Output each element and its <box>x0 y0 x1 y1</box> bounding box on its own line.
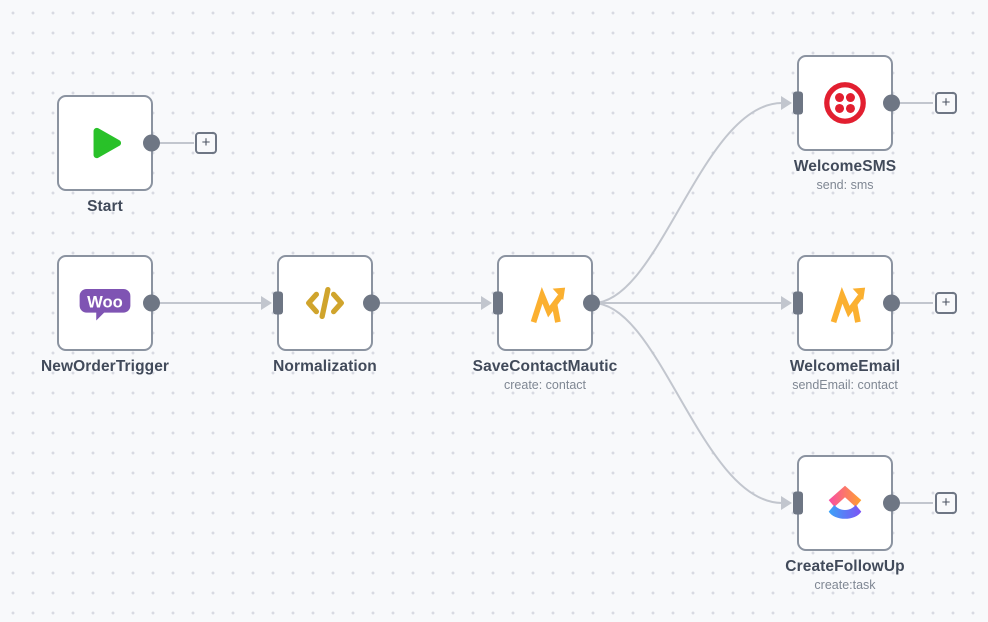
output-port[interactable] <box>883 94 900 112</box>
add-node-button[interactable]: + <box>935 92 957 114</box>
output-port[interactable] <box>143 134 160 152</box>
input-port[interactable] <box>793 91 803 115</box>
wire-savecontact-createfollowup[interactable] <box>592 302 783 504</box>
input-port[interactable] <box>493 291 503 315</box>
node-label: WelcomeEmail <box>789 358 901 375</box>
output-port[interactable] <box>883 294 900 312</box>
arrowhead <box>781 96 792 110</box>
node-normalization[interactable]: Normalization <box>273 255 380 375</box>
node-label: CreateFollowUp <box>785 558 905 575</box>
mautic-icon <box>830 286 866 324</box>
node-welcome-sms-box[interactable] <box>793 55 900 151</box>
node-subtitle: send: sms <box>816 178 874 192</box>
node-label: NewOrderTrigger <box>40 358 170 375</box>
svg-text:Woo: Woo <box>87 292 123 311</box>
input-port[interactable] <box>793 491 803 515</box>
arrowhead <box>481 296 492 310</box>
node-welcome-email[interactable]: WelcomeEmail sendEmail: contact <box>790 255 900 392</box>
code-icon <box>306 286 344 320</box>
add-node-button[interactable]: + <box>195 132 217 154</box>
output-port[interactable] <box>363 294 380 312</box>
clickup-icon <box>828 485 862 519</box>
node-subtitle: create: contact <box>504 378 586 392</box>
node-start[interactable]: Start <box>57 95 160 215</box>
twilio-icon <box>824 82 866 124</box>
node-start-box[interactable] <box>57 95 160 191</box>
add-node-button[interactable]: + <box>935 492 957 514</box>
node-new-order-trigger-box[interactable]: Woo <box>57 255 160 351</box>
mautic-icon <box>530 286 566 324</box>
node-label: Start <box>87 198 123 215</box>
play-icon <box>93 127 122 159</box>
node-welcome-email-box[interactable] <box>793 255 900 351</box>
wire-savecontact-welcomesms[interactable] <box>592 102 783 304</box>
input-port[interactable] <box>273 291 283 315</box>
node-save-contact-mautic-box[interactable] <box>493 255 600 351</box>
node-create-follow-up[interactable]: CreateFollowUp create:task <box>785 455 905 592</box>
arrowhead <box>261 296 272 310</box>
arrowhead <box>781 496 792 510</box>
input-port[interactable] <box>793 291 803 315</box>
node-subtitle: create:task <box>814 578 876 592</box>
node-label: WelcomeSMS <box>793 158 897 175</box>
node-new-order-trigger[interactable]: Woo NewOrderTrigger <box>41 255 169 375</box>
node-subtitle: sendEmail: contact <box>792 378 898 392</box>
output-port[interactable] <box>883 494 900 512</box>
node-label: Normalization <box>273 358 377 375</box>
arrowhead <box>781 296 792 310</box>
node-normalization-box[interactable] <box>273 255 380 351</box>
output-port[interactable] <box>143 294 160 312</box>
add-node-button[interactable]: + <box>935 292 957 314</box>
node-label: SaveContactMautic <box>472 358 618 375</box>
woocommerce-icon: Woo <box>79 289 131 321</box>
node-save-contact-mautic[interactable]: SaveContactMautic create: contact <box>473 255 617 392</box>
node-welcome-sms[interactable]: WelcomeSMS send: sms <box>793 55 900 192</box>
output-port[interactable] <box>583 294 600 312</box>
node-create-follow-up-box[interactable] <box>793 455 900 551</box>
